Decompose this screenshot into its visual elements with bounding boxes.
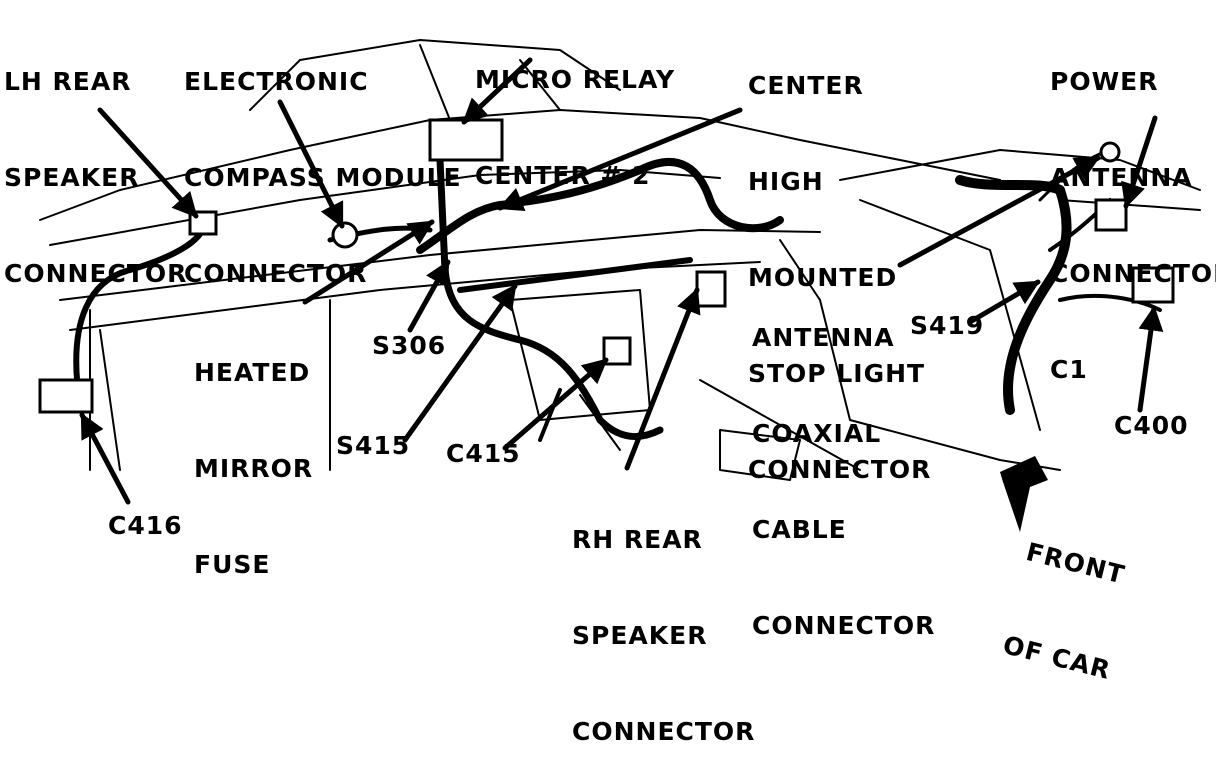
arrow-s306 [407, 259, 451, 333]
c1-connector-body [1094, 198, 1128, 232]
label-rh-rear-speaker: RH REAR SPEAKER CONNECTOR [572, 525, 756, 746]
c400-connector-body [1131, 266, 1175, 304]
label-s419: S419 [910, 311, 985, 340]
arrow-c416 [79, 412, 131, 505]
leader-arrows [79, 57, 1164, 505]
label-heated-mirror-fuse: HEATED MIRROR FUSE [194, 358, 314, 579]
label-power-antenna: POWER ANTENNA CONNECTOR C1 [1050, 67, 1216, 384]
c415-connector-body [602, 336, 632, 366]
label-antenna-coaxial: ANTENNA COAXIAL CABLE CONNECTOR [752, 323, 936, 640]
label-c400: C400 [1114, 411, 1189, 440]
arrow-s415 [402, 283, 518, 443]
diagram-artwork [38, 39, 1201, 532]
arrow-lh-rear-speaker [97, 107, 199, 219]
label-micro-relay: MICRO RELAY CENTER # 2 [475, 65, 676, 190]
compass-connector-body [331, 221, 359, 249]
front-of-car-arrow [1000, 456, 1048, 532]
arrow-electronic-compass [277, 99, 345, 229]
label-lh-rear-speaker: LH REAR SPEAKER CONNECTOR [4, 67, 188, 288]
arrow-s419 [967, 279, 1041, 325]
c416-connector-body [38, 378, 94, 414]
arrow-micro-relay [461, 57, 533, 125]
arrow-heated-mirror [302, 219, 435, 305]
label-s415: S415 [336, 431, 411, 460]
wiring-diagram: LH REAR SPEAKER CONNECTOR ELECTRONIC COM… [4, 39, 1216, 746]
arrow-c415 [502, 357, 609, 451]
arrow-rh-rear-speaker [624, 287, 701, 471]
connectors [38, 118, 1175, 414]
label-c415: C415 [446, 439, 521, 468]
arrow-power-antenna [1121, 115, 1158, 209]
coax-connector-body [1099, 141, 1121, 163]
label-center-high-mounted: CENTER HIGH MOUNTED STOP LIGHT CONNECTOR [748, 71, 932, 484]
label-electronic-compass: ELECTRONIC COMPASS MODULE CONNECTOR [184, 67, 462, 288]
arrow-antenna-coaxial [897, 155, 1101, 268]
arrow-c400 [1137, 305, 1164, 413]
label-s306: S306 [372, 331, 447, 360]
relay-center-body [428, 118, 504, 162]
arrow-center-high-mounted [497, 107, 743, 212]
label-c416: C416 [108, 511, 183, 540]
rh-speaker-connector-body [695, 270, 727, 308]
